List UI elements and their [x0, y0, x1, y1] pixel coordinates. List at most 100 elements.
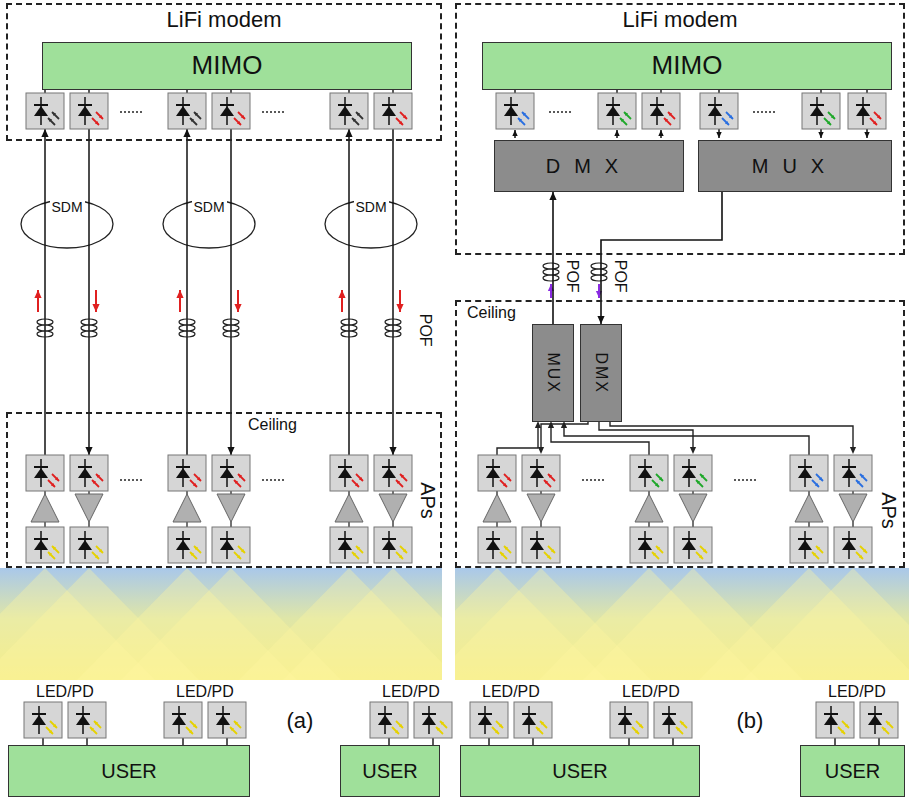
box-label: USER	[825, 760, 881, 783]
arrow-line	[536, 727, 543, 734]
amplifier-symbol	[75, 494, 103, 522]
diode-bar	[486, 466, 500, 468]
ellipsis-dot	[742, 479, 744, 481]
device-box	[700, 93, 738, 129]
arrow-head	[48, 552, 52, 556]
device-box	[848, 93, 886, 129]
box-label: USER	[552, 760, 608, 783]
diode-bar	[176, 466, 190, 468]
diode-symbol	[382, 106, 396, 116]
arrow-head	[194, 112, 198, 116]
diode-symbol	[32, 715, 46, 725]
device-box	[212, 527, 250, 563]
device-box	[374, 93, 412, 129]
arrow-line	[548, 474, 555, 481]
device-box	[330, 527, 368, 563]
diode-symbol	[338, 468, 352, 478]
amplifier-symbol	[173, 494, 201, 522]
arrow-line	[544, 480, 551, 487]
arrow-line	[400, 112, 407, 119]
amplifier-symbol	[31, 494, 59, 522]
wire	[672, 738, 674, 745]
ellipsis-dot	[746, 479, 748, 481]
box-label: MIMO	[652, 51, 723, 81]
amplifier-symbol	[217, 494, 245, 522]
ellipsis-dot	[561, 111, 563, 113]
amplifier-symbol	[335, 494, 363, 522]
arrow-head	[345, 129, 352, 137]
arrow-head	[183, 129, 190, 137]
arrow-head	[818, 132, 823, 138]
diode-bar	[220, 104, 234, 106]
arrow-line	[652, 552, 659, 559]
arrow-line	[92, 118, 99, 125]
arrow-line	[352, 118, 359, 125]
box-label: MUX	[544, 352, 562, 394]
ceiling-panel: CeilingMUXDMX	[455, 300, 905, 568]
ellipsis-dot	[136, 479, 138, 481]
ellipsis-dot	[120, 479, 122, 481]
diode-symbol	[176, 106, 190, 116]
arrow-head	[237, 555, 241, 559]
fiber-coil	[37, 325, 53, 331]
arrow-head	[399, 724, 403, 728]
diode-bar	[176, 104, 190, 106]
ellipsis-dot	[278, 111, 280, 113]
arrow-line	[186, 129, 188, 455]
wire	[226, 738, 228, 745]
arrow-head	[540, 721, 544, 725]
ellipsis-dot	[754, 479, 756, 481]
ellipsis-dot	[274, 111, 276, 113]
sdm-ellipse	[163, 200, 255, 248]
ellipsis-dot	[753, 111, 755, 113]
arrow-head	[190, 118, 194, 122]
arrow-head	[51, 483, 55, 487]
device-box	[164, 702, 202, 738]
diode-symbol	[176, 540, 190, 550]
arrow-head	[359, 477, 363, 481]
diode-bar	[382, 538, 396, 540]
arrow-line	[812, 480, 819, 487]
arrow-head	[440, 721, 444, 725]
arrow-head	[561, 421, 567, 428]
diode-symbol	[842, 468, 856, 478]
ellipsis-dot	[124, 111, 126, 113]
device-box	[642, 93, 680, 129]
arrow-head	[95, 121, 99, 125]
arrow-line	[700, 474, 707, 481]
fiber-coil	[543, 263, 559, 269]
arrow-line	[856, 480, 863, 487]
arrow-head	[355, 483, 359, 487]
device-box	[208, 702, 246, 738]
wire	[878, 738, 880, 745]
arrow-head	[841, 730, 845, 734]
arrow-head	[815, 483, 819, 487]
arrow-head	[237, 121, 241, 125]
diode-bar	[824, 713, 838, 715]
demux-box: DMX	[580, 324, 622, 422]
arrow-line	[504, 474, 511, 481]
light-cone	[283, 568, 442, 680]
arrow-head	[522, 112, 526, 116]
arrow-line	[190, 118, 197, 125]
fiber-coil	[223, 319, 239, 325]
device-box	[70, 527, 108, 563]
arrow-line	[500, 552, 507, 559]
diode-symbol	[682, 540, 696, 550]
wire	[532, 738, 534, 745]
arrow-head	[536, 727, 540, 731]
diode-bar	[78, 104, 92, 106]
mux-box: MUX	[698, 140, 892, 192]
box-label: DMX	[592, 352, 610, 394]
diode-bar	[78, 538, 92, 540]
arrow-head	[873, 121, 877, 125]
arrow-line	[496, 721, 503, 728]
device-box	[470, 702, 508, 738]
arrow-head	[234, 480, 238, 484]
ellipsis-dot	[549, 111, 551, 113]
light-cone	[743, 568, 909, 680]
arrow-line	[352, 480, 359, 487]
ellipsis-dot	[765, 111, 767, 113]
arrow-line	[392, 727, 399, 734]
device-box	[674, 455, 712, 491]
